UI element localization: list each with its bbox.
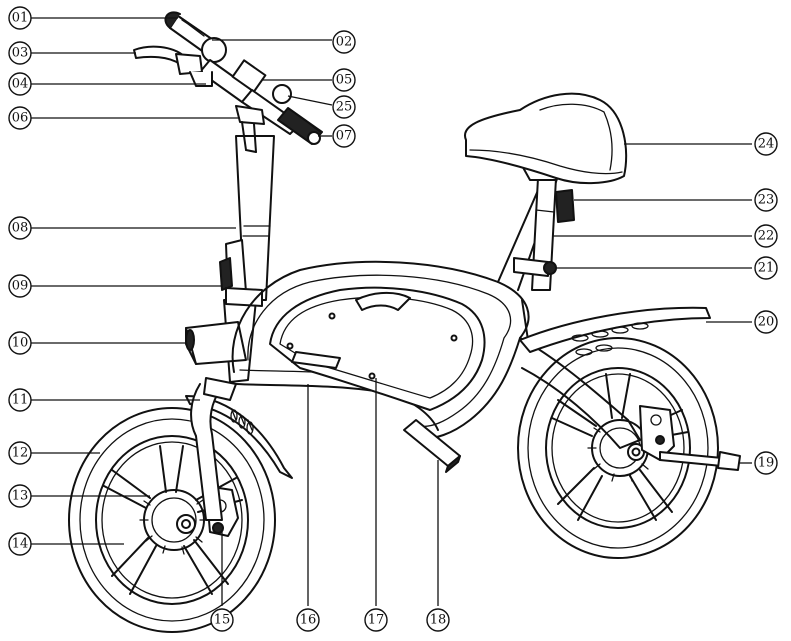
leader-25 [287, 95, 333, 106]
callout-06-label: 06 [12, 111, 29, 126]
callout-12: 12 [8, 441, 32, 465]
callout-25-label: 25 [336, 100, 353, 115]
callout-05-label: 05 [336, 73, 353, 88]
callout-04: 04 [8, 72, 32, 96]
callout-02-label: 02 [336, 35, 353, 50]
callout-03: 03 [8, 41, 32, 65]
callout-06: 06 [8, 106, 32, 130]
callout-02: 02 [332, 30, 356, 54]
callout-17-label: 17 [368, 613, 385, 628]
callout-05: 05 [332, 68, 356, 92]
seat-post [513, 159, 575, 291]
rear-wheel [517, 337, 719, 559]
callout-13: 13 [8, 484, 32, 508]
callout-03-label: 03 [12, 46, 29, 61]
front-fork [190, 377, 237, 521]
callout-15-label: 15 [214, 613, 231, 628]
callout-17: 17 [364, 608, 388, 632]
handlebar [133, 11, 323, 153]
callout-21: 21 [754, 256, 778, 280]
callout-20: 20 [754, 310, 778, 334]
callout-19-label: 19 [758, 456, 775, 471]
callout-23: 23 [754, 188, 778, 212]
callout-23-label: 23 [758, 193, 775, 208]
callout-layer: 01 02 03 04 05 06 07 08 09 10 11 12 13 1… [8, 6, 778, 632]
callout-12-label: 12 [12, 446, 29, 461]
callout-04-label: 04 [12, 77, 29, 92]
callout-22: 22 [754, 224, 778, 248]
callout-21-label: 21 [758, 261, 775, 276]
steering-stem [219, 135, 275, 307]
callout-10: 10 [8, 331, 32, 355]
callout-16-label: 16 [300, 613, 317, 628]
footrest [403, 419, 461, 473]
callout-18-label: 18 [430, 613, 447, 628]
main-frame [231, 171, 641, 449]
callout-08: 08 [8, 216, 32, 240]
callout-09-label: 09 [12, 279, 29, 294]
saddle [463, 92, 628, 185]
bike-illustration [68, 11, 741, 633]
callout-08-label: 08 [12, 221, 29, 236]
front-wheel [68, 407, 276, 633]
callout-14-label: 14 [12, 537, 29, 552]
callout-15: 15 [210, 608, 234, 632]
callout-25: 25 [332, 95, 356, 119]
callout-10-label: 10 [12, 336, 29, 351]
callout-11: 11 [8, 388, 32, 412]
callout-11-label: 11 [12, 393, 29, 408]
callout-19: 19 [754, 451, 778, 475]
callout-16: 16 [296, 608, 320, 632]
callout-07-label: 07 [336, 129, 353, 144]
rear-fender [519, 306, 711, 356]
leader-lines [31, 17, 752, 606]
callout-01-label: 01 [12, 11, 29, 26]
callout-18: 18 [426, 608, 450, 632]
callout-09: 09 [8, 274, 32, 298]
callout-22-label: 22 [758, 229, 775, 244]
callout-24: 24 [754, 132, 778, 156]
callout-07: 07 [332, 124, 356, 148]
callout-01: 01 [8, 6, 32, 30]
callout-13-label: 13 [12, 489, 29, 504]
kickstand [659, 451, 741, 471]
callout-24-label: 24 [758, 137, 775, 152]
callout-14: 14 [8, 532, 32, 556]
callout-20-label: 20 [758, 315, 775, 330]
